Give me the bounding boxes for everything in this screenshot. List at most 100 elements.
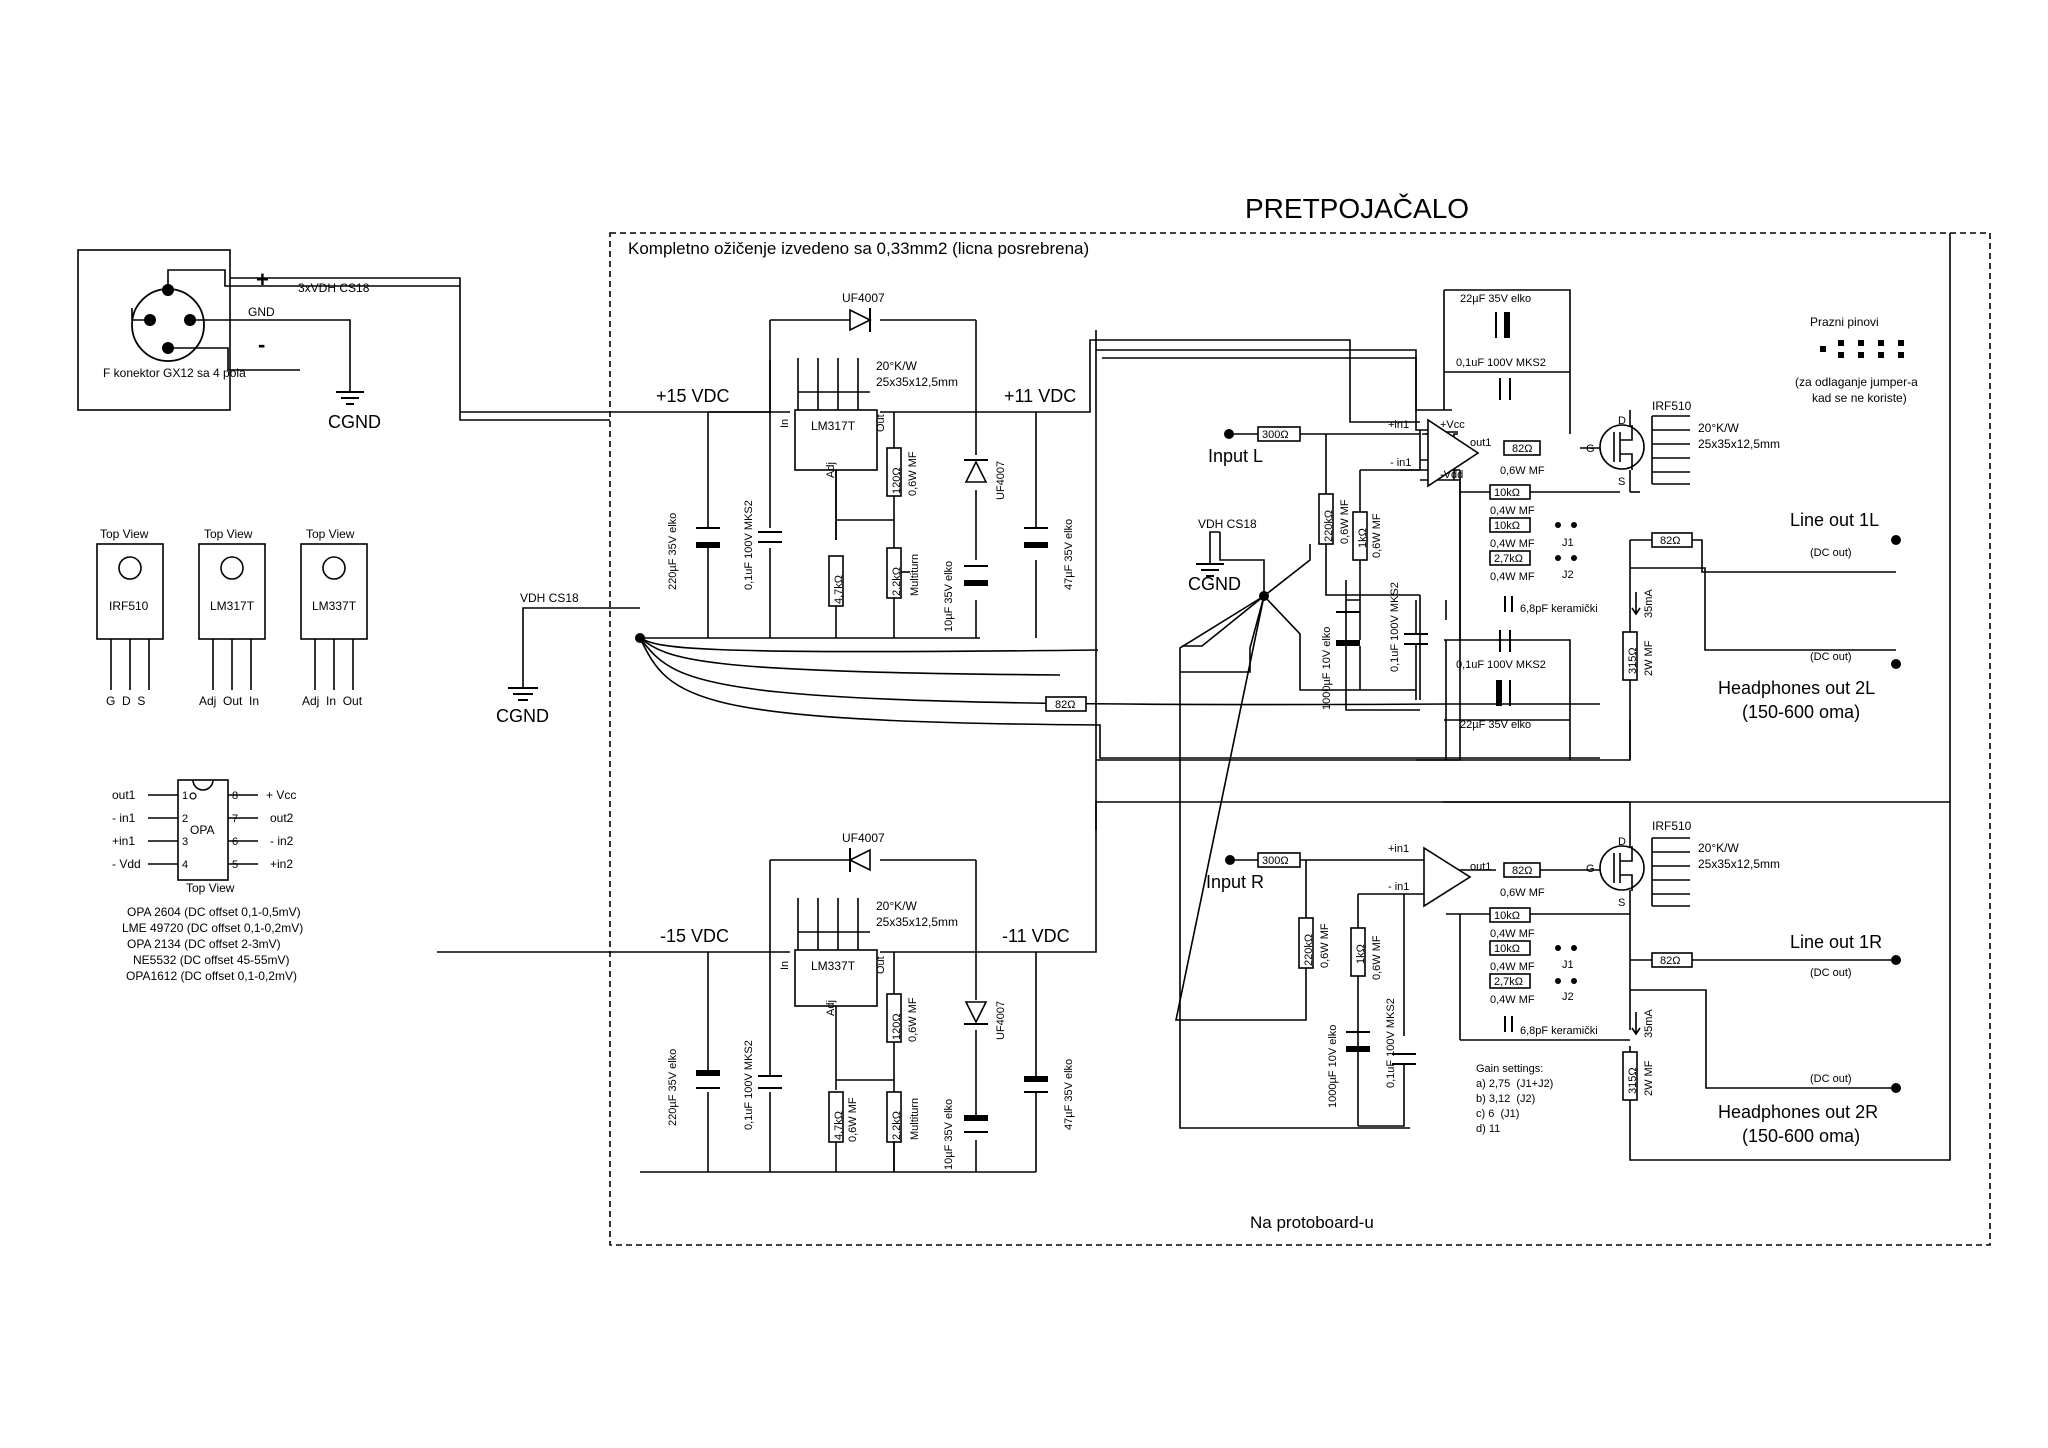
mosfet-l-g: G	[1586, 443, 1595, 455]
r1k-r-val: 1kΩ	[1355, 944, 1367, 964]
cap-10-neg	[964, 1115, 988, 1133]
r10k-l2-val: 10kΩ	[1494, 520, 1520, 532]
line-out-1r: Line out 1R	[1790, 932, 1882, 952]
jumpers-r[interactable]	[1555, 945, 1577, 984]
reg-pos-adj: Adj	[825, 462, 837, 478]
diode-pos-vertical-label: UF4007	[995, 461, 1007, 500]
cap-01-pos-label: 0,1uF 100V MKS2	[743, 500, 755, 590]
cap-22-l-bottom	[1496, 680, 1511, 706]
r300-r-val: 300Ω	[1262, 855, 1289, 867]
r220k-l-type: 0,6W MF	[1339, 499, 1351, 544]
heatsink-neg	[797, 898, 870, 950]
gain-item: a) 2,75 (J1+J2)	[1476, 1078, 1553, 1090]
cap-01-pos	[758, 531, 782, 543]
mosfet-l	[1599, 424, 1645, 470]
cap-220-pos-label: 220µF 35V elko	[667, 513, 679, 590]
opa-pin-label-7: out2	[270, 811, 294, 825]
r10k-r-val: 10kΩ	[1494, 910, 1520, 922]
r47k-pos-val: 4,7kΩ	[833, 575, 845, 604]
r82-ground	[1045, 696, 1087, 712]
opa-pin-num-2: 2	[182, 813, 188, 825]
r315-r-val: 315Ω	[1627, 1067, 1639, 1094]
reg-pos-name: LM317T	[811, 419, 856, 433]
cap-1000-r-label: 1000µF 10V elko	[1327, 1025, 1339, 1108]
package-irf510-top: Top View	[100, 527, 149, 541]
r120-neg	[886, 993, 902, 1043]
input-l-label: Input L	[1208, 446, 1263, 466]
opamp-left	[1427, 418, 1480, 488]
cap-68-l-label: 6,8pF keramički	[1520, 603, 1598, 615]
input-l-jack[interactable]	[1224, 429, 1234, 439]
gain-item: c) 6 (J1)	[1476, 1108, 1519, 1120]
line-out-1l-jack[interactable]	[1891, 535, 1901, 545]
r10k-l2-type: 0,4W MF	[1490, 538, 1535, 550]
mosfet-l-name: IRF510	[1652, 399, 1692, 413]
r10k-l-val: 10kΩ	[1494, 487, 1520, 499]
reg-neg-adj: Adj	[825, 1000, 837, 1016]
cap-1000-l-label: 1000µF 10V elko	[1321, 627, 1333, 710]
opa-pin-num-3: 3	[182, 836, 188, 848]
line-out-1r-jack[interactable]	[1891, 955, 1901, 965]
diode-neg-vertical	[964, 1001, 988, 1024]
package-lm317t	[198, 543, 266, 690]
r1k-l	[1352, 511, 1368, 561]
r120-pos-val: 120Ω	[891, 467, 903, 494]
cap-47-neg-label: 47µF 35V elko	[1063, 1059, 1075, 1130]
input-r-jack[interactable]	[1225, 855, 1235, 865]
pot-pos-val: 2,2kΩ	[891, 567, 903, 596]
opa-name: OPA	[190, 823, 214, 837]
i35-r: 35mA	[1643, 1009, 1655, 1038]
cap-220-neg	[696, 1070, 720, 1089]
diode-pos-vertical	[964, 460, 988, 483]
cap-1000-l	[1336, 600, 1428, 700]
regulator-lm337t	[794, 949, 878, 1007]
vout-pos: +11 VDC	[1004, 386, 1076, 406]
hp-out-2r-jack[interactable]	[1891, 1083, 1901, 1093]
spare-note-1: (za odlaganje jumper-a	[1795, 375, 1918, 389]
hp-out-2l-jack[interactable]	[1891, 659, 1901, 669]
cap-22-l-bottom-label: 22µF 35V elko	[1460, 719, 1531, 731]
reg-neg-name: LM337T	[811, 959, 856, 973]
r315-l-type: 2W MF	[1643, 640, 1655, 676]
cap-47-pos	[1024, 527, 1048, 548]
cap-01-l-bottom	[1499, 630, 1511, 652]
r27k-l-val: 2,7kΩ	[1494, 553, 1523, 565]
opamp-l-vcc: +Vcc	[1440, 419, 1465, 431]
r120-pos-type: 0,6W MF	[907, 451, 919, 496]
hp-out-2l-ohm: (150-600 oma)	[1742, 702, 1860, 722]
heatsink-l-kw: 20°K/W	[1698, 421, 1739, 435]
package-lm337t	[300, 543, 368, 690]
r27k-r-val: 2,7kΩ	[1494, 976, 1523, 988]
jumpers-l[interactable]	[1555, 522, 1577, 561]
cable-label: 3xVDH CS18	[298, 281, 370, 295]
r220k-r-val: 220kΩ	[1303, 934, 1315, 966]
r47k-neg-type: 0,6W MF	[847, 1097, 859, 1142]
line-out-1l: Line out 1L	[1790, 510, 1879, 530]
cap-68-l	[1504, 596, 1513, 612]
r10k-l-type: 0,4W MF	[1490, 505, 1535, 517]
r27k-l	[1489, 550, 1531, 566]
r1k-r	[1350, 927, 1366, 977]
opa-pin-num-1: 1	[182, 790, 188, 802]
opamp-l-vdd: -Vdd	[1440, 469, 1463, 481]
package-lm337t-top: Top View	[306, 527, 355, 541]
opa-pin-label-1: out1	[112, 788, 136, 802]
mosfet-l-d: D	[1618, 415, 1626, 427]
footer-note: Na protoboard-u	[1250, 1213, 1374, 1232]
opa-variant: OPA 2604 (DC offset 0,1-0,5mV)	[127, 905, 301, 919]
pot-pos	[886, 547, 902, 599]
cap-68-r-label: 6,8pF keramički	[1520, 1025, 1598, 1037]
r47k-neg	[828, 1091, 844, 1143]
opamp-l-plus: +in1	[1388, 419, 1409, 431]
heatsink-pos-size: 25x35x12,5mm	[876, 375, 958, 389]
r47k-pos	[828, 555, 844, 607]
i35-l: 35mA	[1643, 589, 1655, 618]
amp-star-ground	[1175, 531, 1410, 1129]
r315-r	[1622, 1051, 1638, 1101]
spare-title: Prazni pinovi	[1810, 315, 1879, 329]
r120-neg-val: 120Ω	[891, 1013, 903, 1040]
r27k-l-type: 0,4W MF	[1490, 571, 1535, 583]
heatsink-r-kw: 20°K/W	[1698, 841, 1739, 855]
opamp-l-out: out1	[1470, 437, 1491, 449]
